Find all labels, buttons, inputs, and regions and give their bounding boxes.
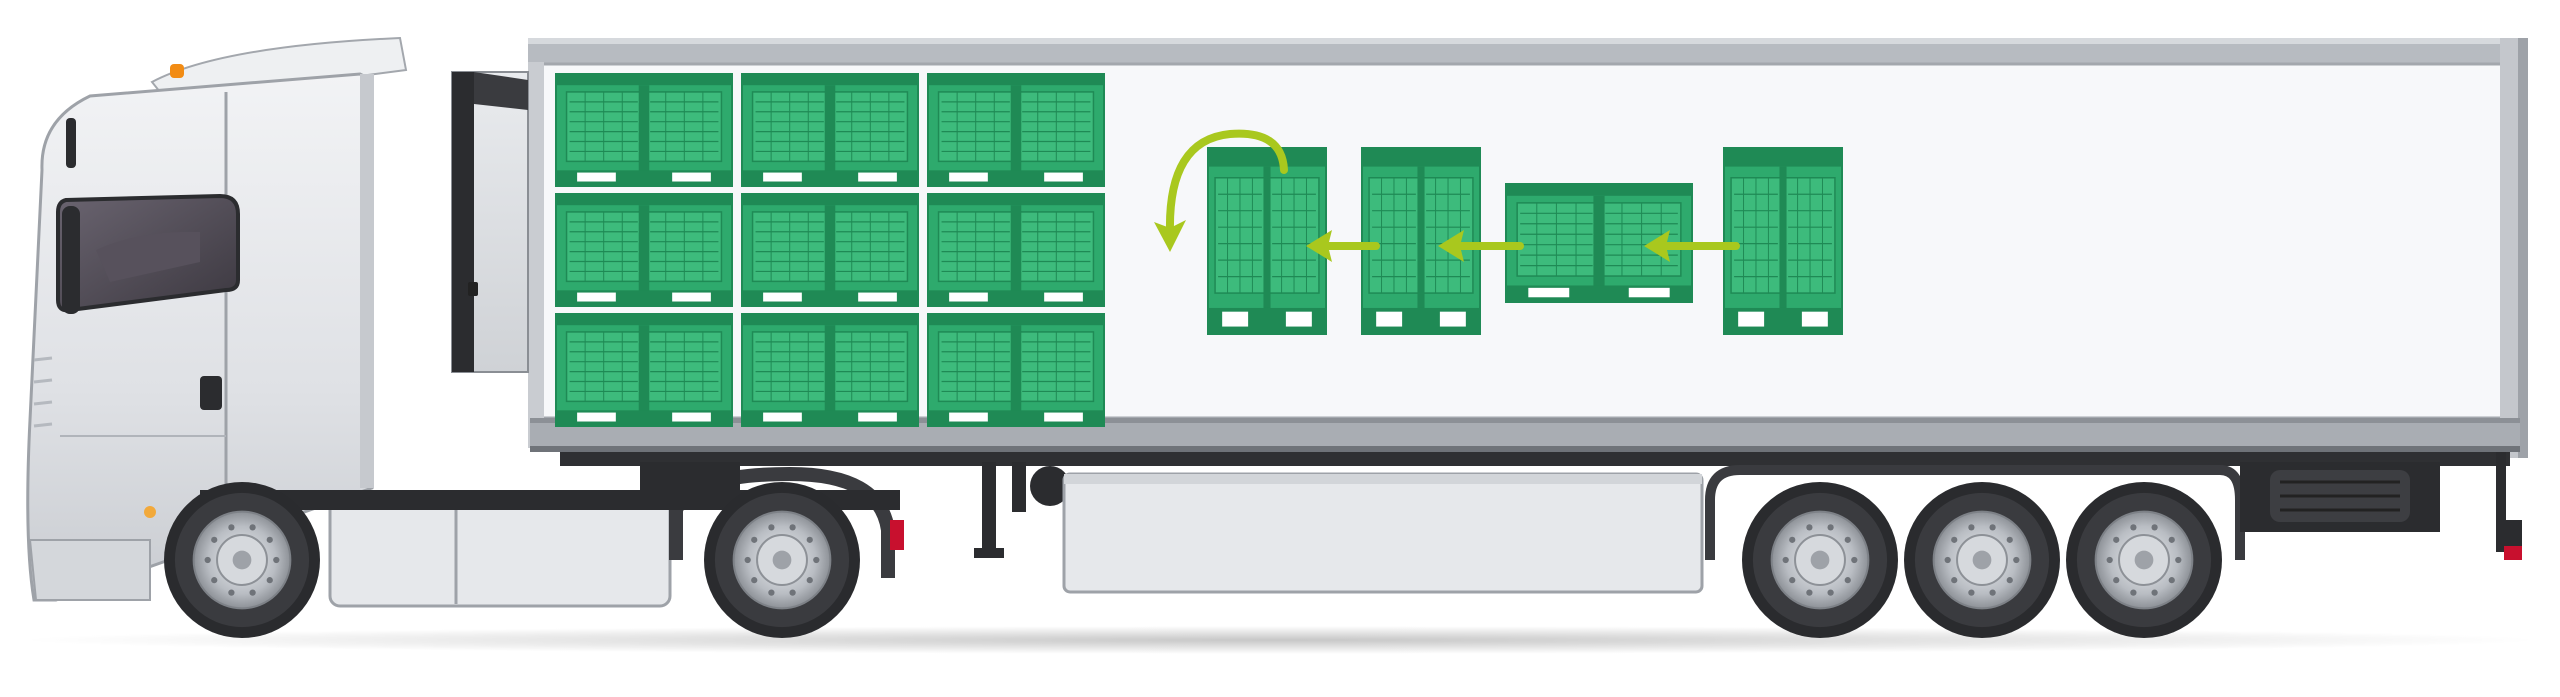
pallet-box (741, 313, 919, 427)
side-mirror (62, 206, 80, 314)
pallet-box (555, 313, 733, 427)
pallet-box (927, 193, 1105, 307)
pallet-box (1361, 147, 1481, 335)
wheel (1742, 482, 1898, 638)
left-arrow-icon (1438, 230, 1524, 262)
wheel (2066, 482, 2222, 638)
pallet-box (927, 313, 1105, 427)
pallet-box (741, 193, 919, 307)
pallet-box (555, 193, 733, 307)
pallet-box (1207, 147, 1327, 335)
side-skirt (1062, 472, 1704, 594)
rotation-sequence (1154, 129, 1843, 335)
wheel (164, 482, 320, 638)
pallet-box (927, 73, 1105, 187)
ground-shadow (20, 626, 2540, 654)
rotate-arrow-icon (1154, 129, 1288, 252)
wheel (704, 482, 860, 638)
pallet-box (1723, 147, 1843, 335)
wheel (1904, 482, 2060, 638)
left-arrow-icon (1644, 230, 1740, 262)
reefer-unit (451, 71, 529, 373)
trailer-chassis (974, 452, 2522, 594)
wheels (164, 482, 2222, 638)
stacked-pallet-boxes (555, 73, 1105, 427)
tractor-cab (26, 36, 904, 608)
pallet-box (555, 73, 733, 187)
pallet-box (741, 73, 919, 187)
left-arrow-icon (1306, 230, 1380, 262)
